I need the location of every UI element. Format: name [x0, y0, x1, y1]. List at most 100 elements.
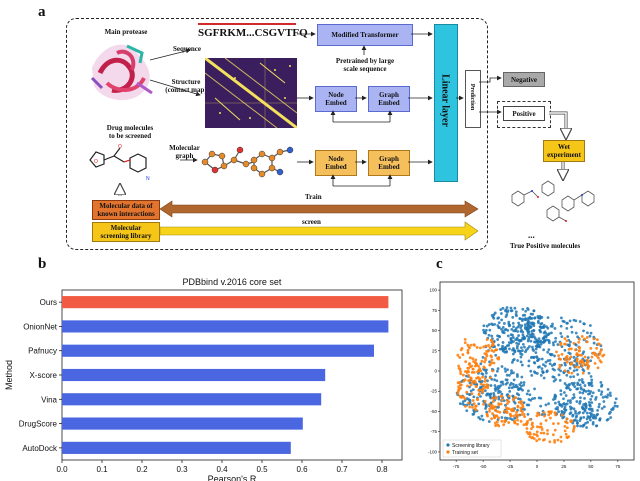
training-point [563, 358, 567, 362]
screening-point [518, 317, 522, 320]
screening-point [520, 384, 523, 388]
training-point [567, 357, 571, 361]
screening-point [550, 331, 553, 335]
screening-point [487, 420, 491, 423]
screening-point [595, 424, 599, 428]
screening-point [523, 326, 527, 329]
screening-point [615, 404, 619, 408]
training-point [558, 366, 561, 370]
training-point [535, 439, 539, 443]
y-tick-label: OnionNet [23, 322, 58, 331]
screening-point [579, 396, 582, 400]
training-point [516, 422, 519, 426]
screening-point [589, 418, 592, 422]
screening-point [548, 362, 552, 366]
training-point [602, 353, 606, 357]
screening-point [494, 374, 497, 377]
screening-point [531, 347, 535, 351]
training-point [474, 408, 478, 412]
training-point [564, 342, 567, 346]
screening-point [569, 340, 572, 344]
screening-point [518, 339, 522, 343]
screening-point [576, 424, 579, 428]
y-tick-label: Pafnucy [28, 347, 57, 356]
screening-point [487, 333, 491, 337]
training-point [485, 338, 489, 341]
training-point [551, 433, 555, 437]
training-point [578, 346, 581, 349]
screening-point [589, 375, 593, 378]
training-point [587, 364, 591, 368]
training-point [523, 415, 526, 419]
training-point [500, 419, 504, 423]
screening-point [557, 373, 561, 377]
training-point [466, 384, 469, 388]
screening-point [477, 402, 481, 406]
screening-point [533, 340, 536, 344]
prediction-label: Prediction [469, 83, 475, 111]
screening-point [560, 410, 564, 413]
training-point [487, 344, 490, 347]
training-point [466, 348, 470, 352]
screening-point [570, 325, 573, 329]
training-point [578, 361, 582, 365]
graph-embed-box-2: Graph Embed [368, 150, 410, 176]
screening-point [578, 320, 582, 323]
screening-point [590, 384, 594, 388]
training-point [539, 431, 543, 435]
x-tick-label: -50 [480, 464, 487, 469]
sequence-text: SGFRKM...CSGVTFQ [198, 27, 308, 39]
screening-point [589, 359, 593, 363]
screening-point [587, 389, 590, 393]
screening-point [583, 396, 586, 400]
screening-point [520, 363, 524, 367]
screening-point [509, 371, 513, 375]
screening-point [511, 321, 515, 325]
training-point [457, 388, 461, 391]
legend-box [442, 439, 502, 458]
screening-point [468, 393, 471, 397]
x-tick-label: 0.4 [216, 465, 228, 474]
training-point [575, 357, 579, 361]
screening-point [576, 421, 579, 425]
screening-point [534, 347, 538, 351]
screening-point [565, 326, 569, 330]
screening-point [551, 341, 555, 345]
screening-point [517, 342, 521, 346]
screening-point [478, 417, 482, 421]
training-point [553, 411, 557, 415]
training-point [471, 379, 474, 383]
training-point [598, 343, 601, 346]
training-point [565, 360, 569, 364]
screening-point [610, 408, 613, 411]
screening-point [582, 389, 586, 393]
screening-point [529, 316, 533, 320]
screening-point [533, 337, 537, 340]
training-point [497, 424, 501, 428]
screening-point [552, 398, 555, 401]
training-point [502, 423, 506, 427]
training-point [547, 413, 551, 417]
training-point [490, 361, 494, 365]
training-point [564, 432, 568, 436]
screening-point [510, 360, 514, 364]
screening-point [564, 363, 567, 367]
screening-point [530, 332, 534, 336]
y-tick-label: -75 [430, 429, 437, 434]
training-point [471, 357, 475, 361]
screening-point [556, 343, 560, 346]
screening-point [493, 322, 497, 326]
training-point [542, 411, 546, 415]
dots-label: ... [528, 230, 535, 240]
screening-point [547, 402, 550, 406]
training-point [495, 348, 499, 352]
training-point [488, 346, 492, 350]
panel-a-label: a [38, 4, 46, 20]
training-point [503, 409, 506, 413]
bar-ours [62, 296, 389, 309]
screening-point [560, 316, 563, 320]
screening-point [505, 344, 509, 348]
screening-point [511, 352, 515, 356]
screening-point [567, 383, 571, 387]
screening-point [503, 350, 507, 354]
